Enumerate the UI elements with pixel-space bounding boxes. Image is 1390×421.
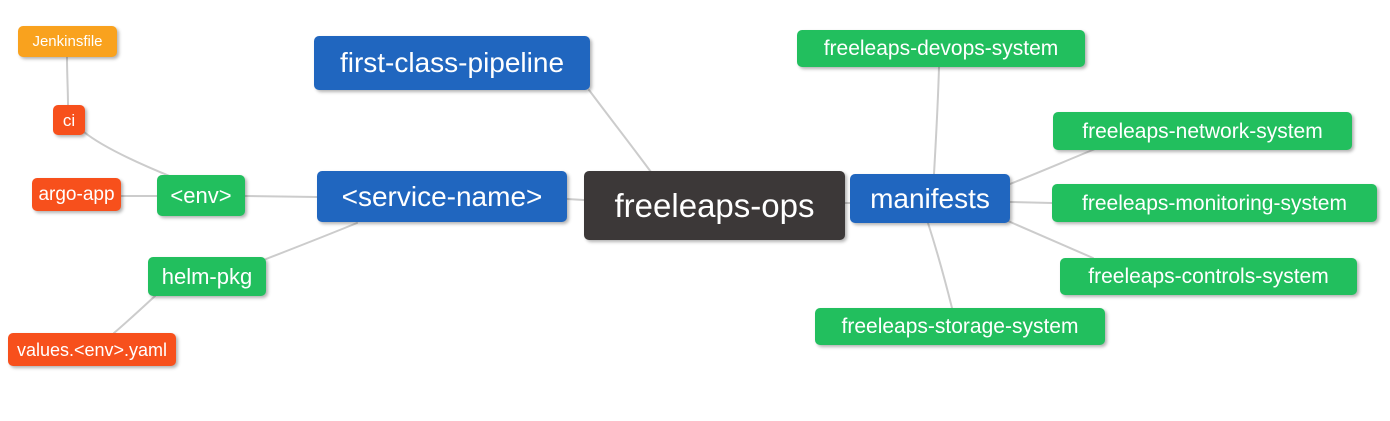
node-helm-pkg[interactable]: helm-pkg — [148, 257, 266, 296]
node-argo-app[interactable]: argo-app — [32, 178, 121, 211]
edge-manifests-controls — [1007, 220, 1094, 259]
node-env[interactable]: <env> — [157, 175, 245, 216]
edge-manifests-network — [1009, 148, 1096, 185]
node-service-name[interactable]: <service-name> — [317, 171, 567, 222]
edge-service-name-helm-pkg — [265, 222, 358, 260]
edge-manifests-monitoring — [1009, 201, 1053, 204]
node-freeleaps-controls-system[interactable]: freeleaps-controls-system — [1060, 258, 1357, 295]
edge-env-service-name — [244, 195, 318, 198]
node-freeleaps-network-system[interactable]: freeleaps-network-system — [1053, 112, 1352, 150]
edge-manifests-devops — [933, 66, 940, 175]
edge-jenkinsfile-ci — [66, 56, 69, 106]
node-freeleaps-ops[interactable]: freeleaps-ops — [584, 171, 845, 240]
edge-manifests-storage — [927, 222, 953, 309]
node-jenkinsfile[interactable]: Jenkinsfile — [18, 26, 117, 57]
node-manifests[interactable]: manifests — [850, 174, 1010, 223]
node-freeleaps-storage-system[interactable]: freeleaps-storage-system — [815, 308, 1105, 345]
node-values-env-yaml[interactable]: values.<env>.yaml — [8, 333, 176, 366]
edge-helm-pkg-values — [113, 295, 156, 334]
node-freeleaps-devops-system[interactable]: freeleaps-devops-system — [797, 30, 1085, 67]
node-first-class-pipeline[interactable]: first-class-pipeline — [314, 36, 590, 90]
edge-pipeline-freeleaps-ops — [588, 89, 652, 173]
node-freeleaps-monitoring-system[interactable]: freeleaps-monitoring-system — [1052, 184, 1377, 222]
edge-service-name-ops — [566, 198, 585, 201]
edge-ci-env — [83, 131, 173, 178]
node-ci[interactable]: ci — [53, 105, 85, 135]
